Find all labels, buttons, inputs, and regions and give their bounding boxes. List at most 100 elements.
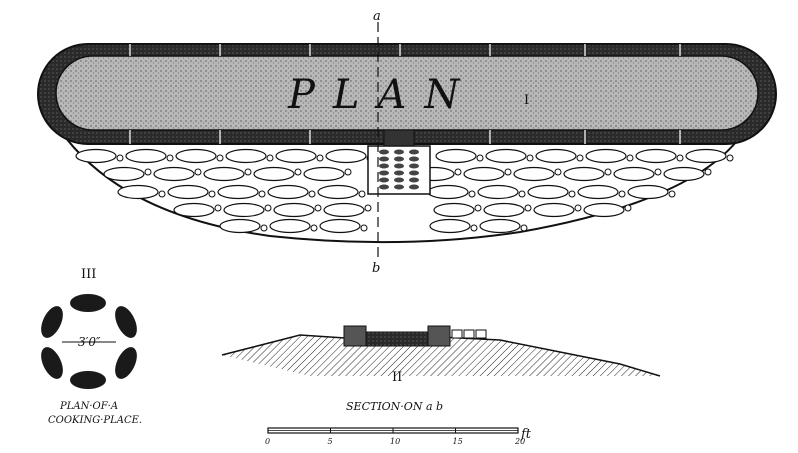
pebble [618, 190, 626, 198]
stone [479, 218, 521, 234]
pebble [314, 204, 322, 212]
entrance-stone [379, 170, 389, 176]
pebble [260, 224, 268, 232]
pebble [504, 168, 512, 176]
entrance-stones [379, 149, 419, 190]
stone [429, 218, 471, 234]
stone [527, 184, 569, 200]
stone [103, 166, 145, 182]
stone [303, 166, 345, 182]
pebble [310, 224, 318, 232]
scale-tick-label: 0 [265, 437, 270, 446]
cooking-place-numeral: III [81, 267, 96, 282]
pebble [244, 168, 252, 176]
entrance-stone [394, 170, 404, 176]
pebble [316, 154, 324, 162]
pebble [454, 168, 462, 176]
stone [463, 166, 505, 182]
stone [275, 148, 317, 164]
pebble [568, 190, 576, 198]
stone [627, 184, 669, 200]
scale-tick-label: 20 [514, 437, 525, 446]
scale-bar-unit: ft [520, 427, 532, 442]
pebble [116, 154, 124, 162]
stone [319, 218, 361, 234]
pebble [214, 204, 222, 212]
stone [513, 166, 555, 182]
cooking-place-drawing: III 3′0″ PLAN·OF·A COOKING·PLACE. [41, 267, 142, 426]
section-wall-right [427, 325, 451, 347]
ground-profile [222, 335, 660, 376]
stone [635, 148, 677, 164]
pebble [158, 190, 166, 198]
section-mark-a: a [373, 9, 381, 24]
stone [483, 202, 525, 218]
pebble [258, 190, 266, 198]
plan-drawing: a b PLAN I [37, 9, 777, 276]
section-floor [365, 331, 429, 347]
entrance-block [383, 129, 415, 147]
cooking-stones [41, 294, 137, 389]
stone [583, 202, 625, 218]
section-numeral: II [392, 370, 402, 385]
pebble [208, 190, 216, 198]
stone [125, 148, 167, 164]
entrance-stone [409, 163, 419, 169]
stone [325, 148, 367, 164]
stone [663, 166, 705, 182]
stone [535, 148, 577, 164]
pebble [476, 154, 484, 162]
stone [485, 148, 527, 164]
pebble [676, 154, 684, 162]
stone [175, 148, 217, 164]
stone [203, 166, 245, 182]
stone [225, 148, 267, 164]
stone [433, 202, 475, 218]
pebble [264, 204, 272, 212]
section-wall-left [343, 325, 367, 347]
section-drawing: II SECTION·ON a b [221, 325, 661, 413]
stone [563, 166, 605, 182]
stone [117, 184, 159, 200]
pebble [166, 154, 174, 162]
scale-tick-label: 15 [453, 437, 463, 446]
entrance-stone [409, 149, 419, 155]
entrance-stone [409, 184, 419, 190]
stone [435, 148, 477, 164]
stone [613, 166, 655, 182]
pebble [526, 154, 534, 162]
pebble [626, 154, 634, 162]
entrance-stone [394, 184, 404, 190]
pebble [520, 224, 528, 232]
stone [427, 184, 469, 200]
pebble [294, 168, 302, 176]
section-caption: SECTION·ON a b [346, 400, 443, 413]
pebble [554, 168, 562, 176]
entrance-stone [394, 177, 404, 183]
pebble [704, 168, 712, 176]
entrance-stone [379, 149, 389, 155]
plan-title: PLAN [287, 72, 477, 118]
pebble [194, 168, 202, 176]
wall-joints [129, 44, 681, 144]
pebble [360, 224, 368, 232]
pebble [726, 154, 734, 162]
pebble [604, 168, 612, 176]
pebble [474, 204, 482, 212]
entrance-stone [394, 156, 404, 162]
pebble [654, 168, 662, 176]
stone [223, 202, 265, 218]
entrance-stone [409, 170, 419, 176]
pebble [518, 190, 526, 198]
pebble [266, 154, 274, 162]
entrance-stone [394, 149, 404, 155]
stone [323, 202, 365, 218]
entrance-stone [379, 184, 389, 190]
stone [217, 184, 259, 200]
stone [219, 218, 261, 234]
stone [685, 148, 727, 164]
entrance-stone [394, 163, 404, 169]
